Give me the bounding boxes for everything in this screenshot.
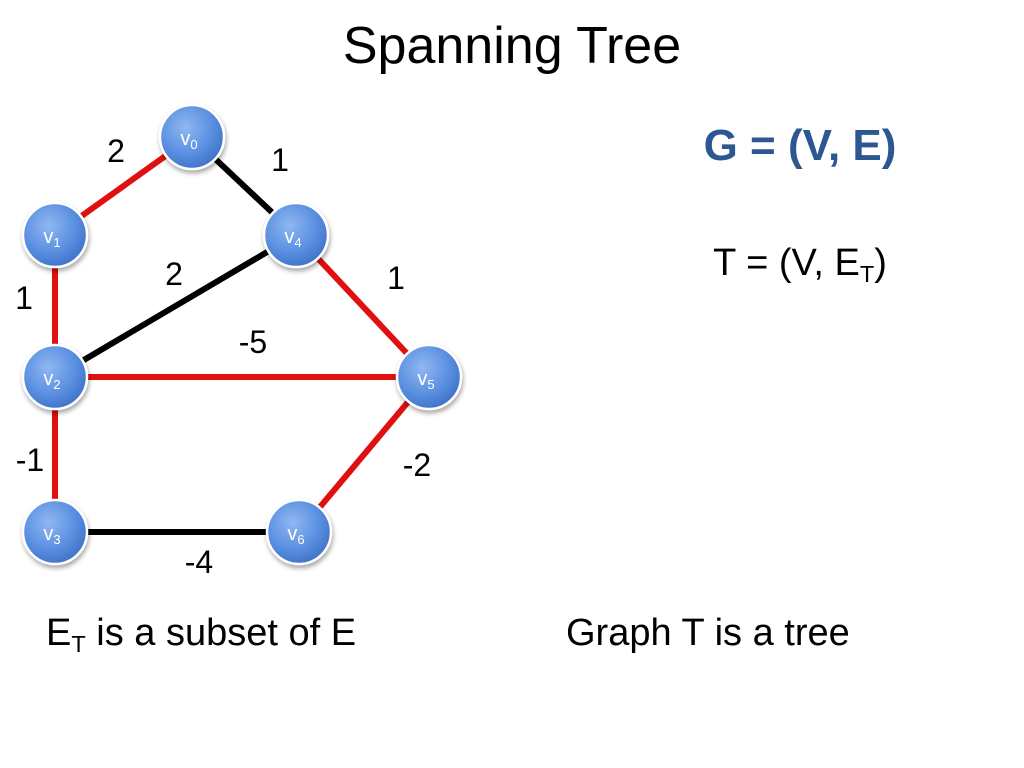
node-label-v0: v0 [180,128,197,152]
node-v0: v0 [158,103,226,171]
edge-weight-v0-v1: 2 [107,133,125,169]
caption-subset: ET is a subset of E [46,608,356,658]
node-v5: v5 [395,343,463,411]
edge-v4-v2 [52,232,299,380]
node-circle-v1 [21,201,89,269]
slide-title: Spanning Tree [342,17,682,75]
graph-definition: G = (V, E) [703,121,897,170]
node-label-v1: v1 [43,226,60,250]
caption-subset-subscript: T [71,631,86,658]
caption-subset-rest: is a subset of E [85,612,357,654]
edge-weight-v2-v3: -1 [16,442,44,478]
tree-definition-prefix: T = (V, E [713,242,860,284]
edge-weight-v2-v5: -5 [239,324,267,360]
node-circle-v4 [262,201,330,269]
edge-weight-v4-v2: 2 [165,256,183,292]
node-circle-v3 [21,498,89,566]
node-label-v2: v2 [43,368,60,392]
node-label-v6: v6 [287,523,304,547]
nodes-layer: v0 v1 v2 v3 v4 v5 v6 [21,103,463,566]
node-circle-v2 [21,343,89,411]
edge-weight-v5-v6: -2 [403,447,431,483]
node-circle-v5 [395,343,463,411]
weights-layer: 2 1 1 2 1 -5 -1 -2 -4 [15,133,431,580]
node-v2: v2 [21,343,89,411]
node-label-v3: v3 [43,523,60,547]
node-v6: v6 [265,498,333,566]
edge-v5-v6 [296,374,432,535]
edge-weight-v3-v6: -4 [185,544,213,580]
node-circle-v6 [265,498,333,566]
edge-weight-v1-v2: 1 [15,280,33,316]
node-label-v4: v4 [284,226,301,250]
node-circle-v0 [158,103,226,171]
tree-definition: T = (V, ET) [600,238,1000,288]
edge-weight-v0-v4: 1 [271,142,289,178]
caption-subset-main: E [46,612,72,654]
caption-tree: Graph T is a tree [566,612,850,654]
tree-definition-suffix: ) [874,242,887,284]
tree-definition-subscript: T [859,261,875,288]
node-v3: v3 [21,498,89,566]
node-v1: v1 [21,201,89,269]
node-v4: v4 [262,201,330,269]
node-label-v5: v5 [417,368,434,392]
edge-weight-v4-v5: 1 [387,260,405,296]
